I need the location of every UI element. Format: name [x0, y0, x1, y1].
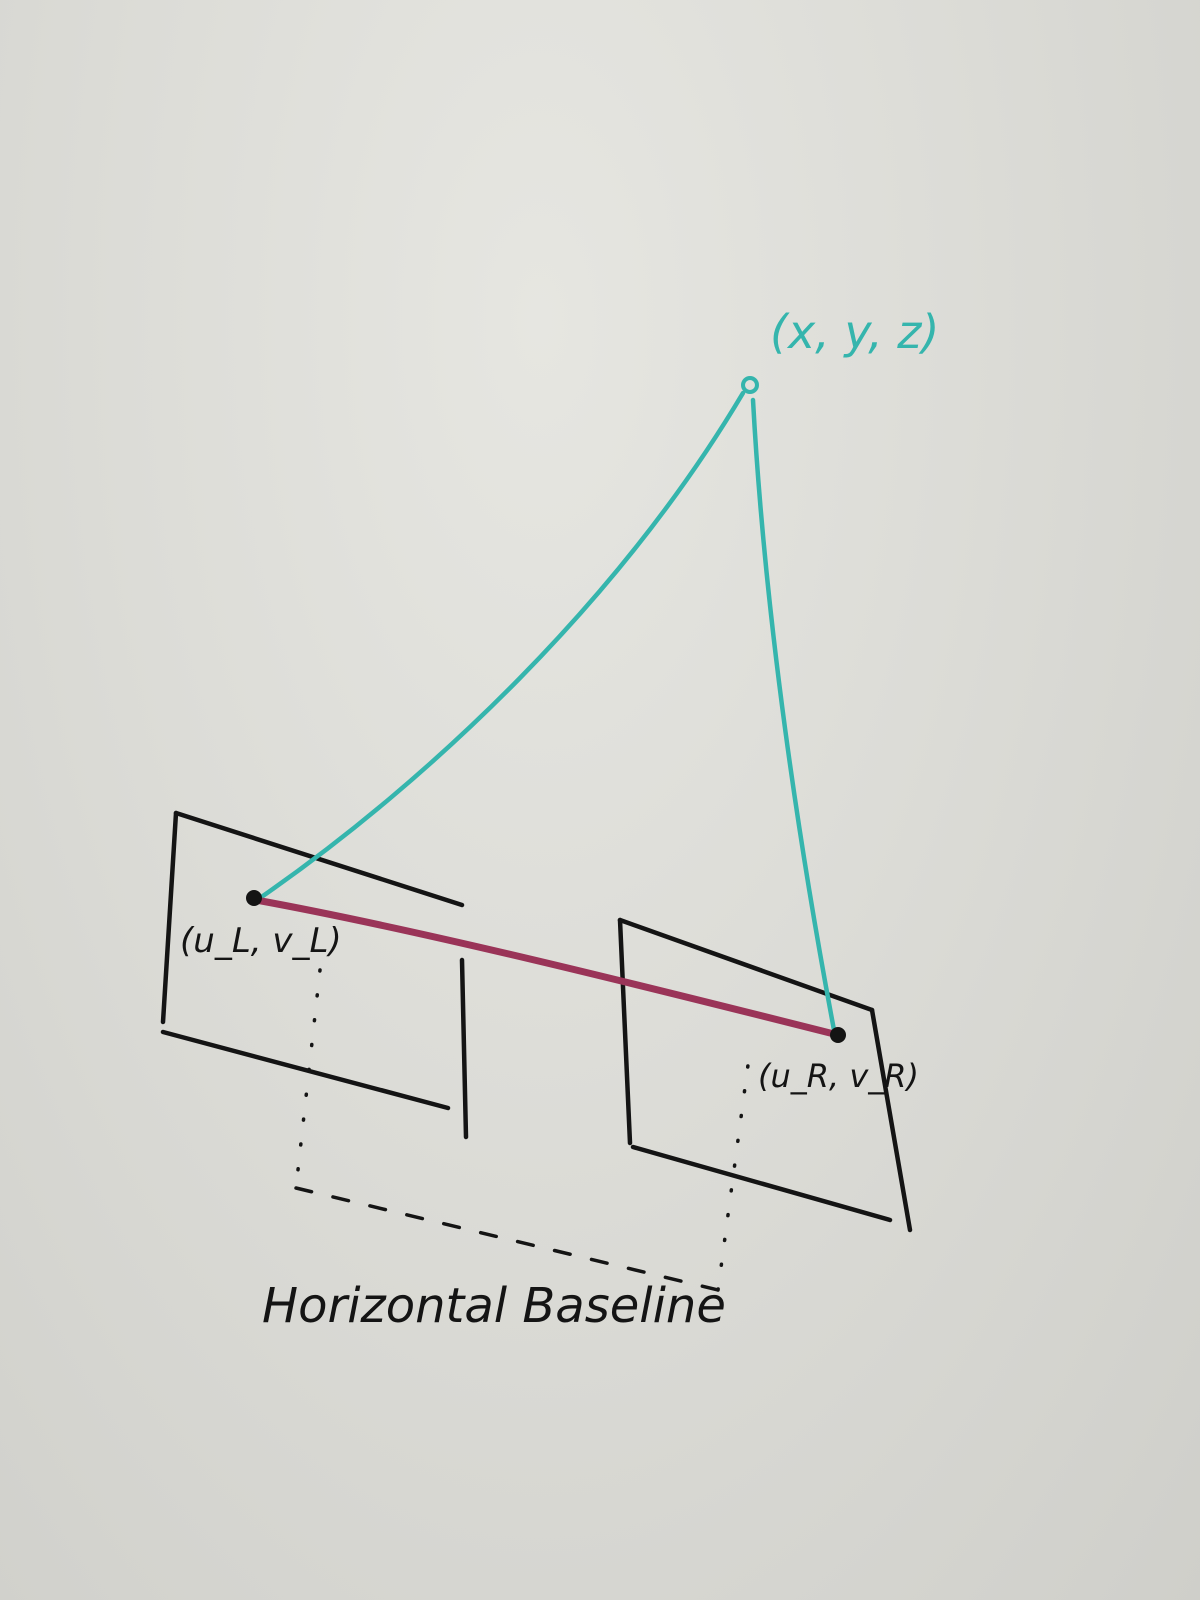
right-plane-left-edge — [617, 917, 633, 1146]
baseline-label: Horizontal Baseline — [262, 1278, 726, 1334]
left-image-plane — [160, 810, 469, 1140]
projection-rays — [257, 390, 837, 1033]
right-plane-top-edge — [617, 917, 875, 1013]
right-image-point-label: (u_R, v_R) — [758, 1057, 919, 1095]
horizontal-baseline-connector — [294, 968, 750, 1292]
right-plane-right-edge — [869, 1007, 913, 1233]
left-plane-left-edge — [160, 810, 179, 1025]
baseline-left-drop — [294, 968, 322, 1190]
left-image-point-label: (u_L, v_L) — [180, 921, 342, 961]
point-3d-label: (x, y, z) — [770, 305, 939, 359]
correspondence-line — [252, 896, 842, 1039]
right-plane-bottom-edge — [630, 1144, 893, 1223]
left-plane-top-edge — [173, 810, 465, 908]
point-3d-marker — [741, 376, 759, 394]
left-projection-ray — [257, 390, 746, 901]
left-image-point-marker — [246, 890, 262, 906]
baseline-bottom-line — [294, 1186, 720, 1292]
left-plane-bottom-edge — [160, 1029, 451, 1111]
right-image-plane — [617, 917, 913, 1233]
left-plane-right-edge — [459, 957, 469, 1140]
right-image-point-marker — [830, 1027, 846, 1043]
right-projection-ray — [750, 397, 837, 1033]
